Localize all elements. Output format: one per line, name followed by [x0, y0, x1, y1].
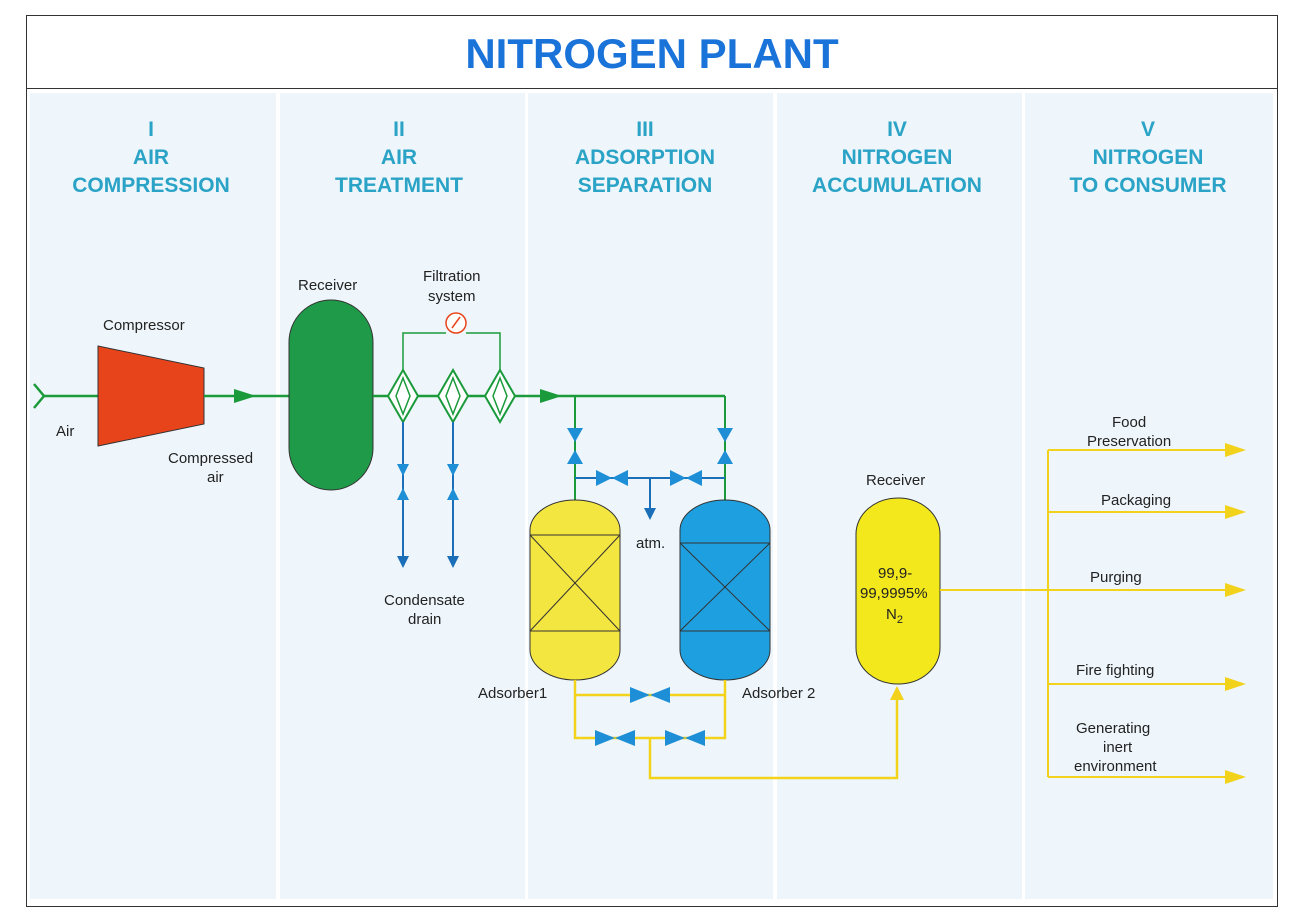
consumer-food-1: Food	[1112, 414, 1146, 431]
compressed-air-line	[204, 389, 290, 403]
page-title: NITROGEN PLANT	[465, 30, 839, 77]
title-bar: NITROGEN PLANT	[27, 16, 1277, 89]
purity-label-2: 99,9995%	[860, 585, 928, 602]
stage-column-5	[1025, 93, 1273, 899]
condensate-label-2: drain	[408, 611, 441, 628]
air-label: Air	[56, 423, 74, 440]
adsorber-1-icon	[529, 499, 621, 681]
consumer-fire-fighting: Fire fighting	[1076, 662, 1154, 679]
condensate-drain-1	[397, 422, 409, 568]
filter-icon-2	[436, 367, 470, 425]
condensate-label-1: Condensate	[384, 592, 465, 609]
consumer-inert-3: environment	[1074, 758, 1157, 775]
compressor-icon	[97, 345, 205, 447]
n2-label: N2	[886, 606, 903, 626]
stage-column-4	[777, 93, 1022, 899]
adsorber-2-icon	[679, 499, 771, 681]
consumer-packaging: Packaging	[1101, 492, 1171, 509]
compressed-air-label-2: air	[207, 469, 224, 486]
filtration-label-1: Filtration	[423, 268, 481, 285]
compressed-air-label-1: Compressed	[168, 450, 253, 467]
condensate-drain-2	[447, 422, 459, 568]
adsorber-2-label: Adsorber 2	[742, 685, 815, 702]
adsorber-1-label: Adsorber1	[478, 685, 547, 702]
filter-icon-3	[483, 367, 517, 425]
vent-valves	[596, 470, 702, 520]
filter-icon-1	[386, 367, 420, 425]
compressor-label: Compressor	[103, 317, 185, 334]
outlet-valves	[595, 687, 705, 746]
atm-label: atm.	[636, 535, 665, 552]
distribution-lines	[940, 443, 1246, 784]
air-receiver-label: Receiver	[298, 277, 357, 294]
outer-frame	[26, 15, 1278, 907]
stage-column-1	[30, 93, 276, 899]
pressure-gauge-icon	[402, 312, 501, 380]
air-receiver-icon	[288, 299, 374, 491]
consumer-inert-1: Generating	[1076, 720, 1150, 737]
air-intake	[33, 383, 98, 409]
consumer-purging: Purging	[1090, 569, 1142, 586]
purity-label-1: 99,9-	[878, 565, 912, 582]
consumer-inert-2: inert	[1103, 739, 1133, 756]
filtration-label-2: system	[428, 288, 476, 305]
consumer-food-2: Preservation	[1087, 433, 1171, 450]
nitrogen-receiver-label: Receiver	[866, 472, 925, 489]
nitrogen-outlet-lines	[573, 680, 904, 780]
